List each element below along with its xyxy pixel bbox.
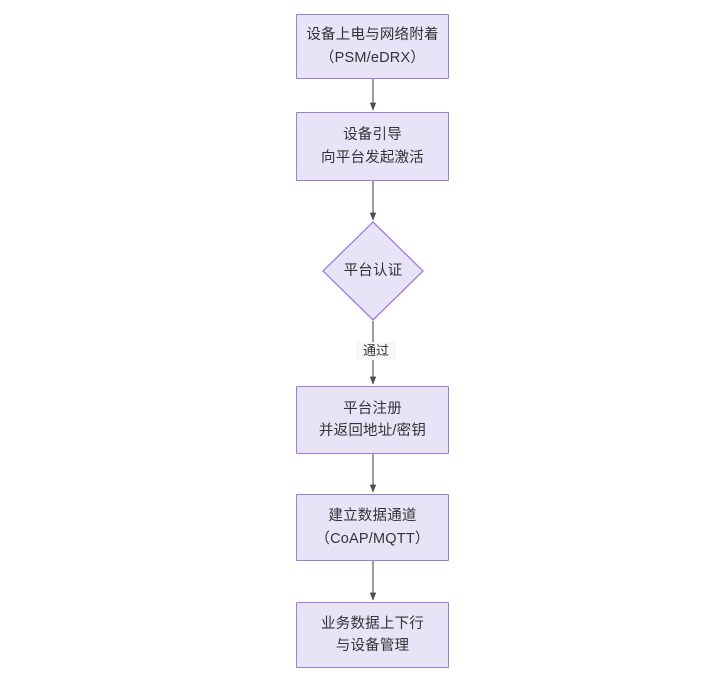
edge-label-pass: 通过 bbox=[356, 342, 396, 360]
flow-node-platform-registration[interactable]: 平台注册 并返回地址/密钥 bbox=[296, 386, 449, 454]
flow-node-text-line1: 平台认证 bbox=[343, 262, 403, 279]
flow-node-text-line2: 并返回地址/密钥 bbox=[318, 423, 427, 439]
flow-node-text-line1: 建立数据通道 bbox=[328, 508, 417, 525]
flow-node-device-power-on[interactable]: 设备上电与网络附着 （PSM/eDRX） bbox=[296, 14, 449, 79]
diamond-shape-icon bbox=[322, 221, 424, 321]
flow-node-text-line2: （CoAP/MQTT） bbox=[315, 530, 430, 547]
flow-node-device-bootstrap[interactable]: 设备引导 向平台发起激活 bbox=[296, 112, 449, 181]
flow-node-text-line1: 设备上电与网络附着 bbox=[306, 27, 439, 44]
flow-node-text-line2: （PSM/eDRX） bbox=[319, 49, 426, 66]
flow-node-business-data[interactable]: 业务数据上下行 与设备管理 bbox=[296, 602, 449, 668]
flow-node-text-line1: 平台注册 bbox=[343, 400, 402, 417]
flow-node-text-line2: 向平台发起激活 bbox=[321, 149, 424, 166]
flow-node-platform-auth-decision[interactable]: 平台认证 bbox=[322, 221, 424, 321]
flow-node-text-line1: 设备引导 bbox=[343, 127, 402, 144]
flow-node-text-line2: 与设备管理 bbox=[335, 638, 410, 654]
flow-node-text-line1: 业务数据上下行 bbox=[321, 615, 424, 632]
flow-node-data-channel[interactable]: 建立数据通道 （CoAP/MQTT） bbox=[296, 494, 449, 561]
